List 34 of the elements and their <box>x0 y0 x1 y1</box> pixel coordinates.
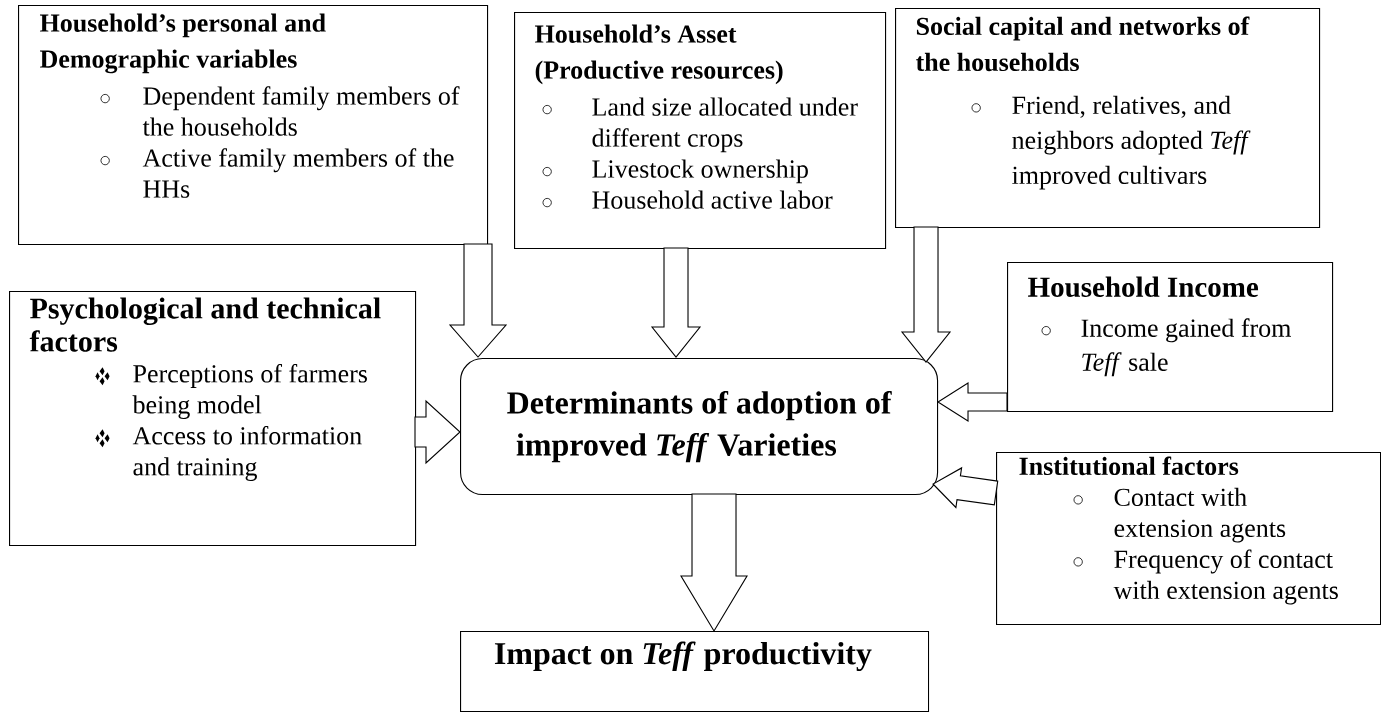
block-arrow <box>937 382 1008 422</box>
list-item: Frequency of contact with extension agents <box>1113 549 1338 605</box>
list-item: Active family members of the HHs <box>142 148 454 198</box>
rounded-box <box>460 358 939 496</box>
list-item: Perceptions of farmers being model <box>132 364 367 419</box>
box-heading: Institutional factors <box>1019 456 1239 476</box>
box-title: Impact on Teff productivity <box>494 641 872 671</box>
box-title: Determinants of adoption of improved Teff Varieties <box>507 390 892 463</box>
list-item: Dependent family members of the households <box>142 86 460 136</box>
text-box <box>9 291 417 547</box>
block-arrow <box>650 247 702 358</box>
box-heading: Social capital and networks of the households <box>916 16 1250 72</box>
text-box <box>1007 262 1334 413</box>
text-box <box>460 631 930 712</box>
text-box <box>895 8 1321 229</box>
text-box <box>18 5 489 246</box>
list-item: Income gained from Teff sale <box>1081 318 1291 377</box>
list-item: Friend, relatives, and neighbors adopted Teff improved cultivars <box>1012 95 1251 190</box>
list-item: Household active labor <box>592 190 833 209</box>
list-item: Access to information and training <box>132 426 362 481</box>
box-heading: Household Income <box>1028 276 1259 298</box>
box-heading: Household’s Asset (Productive resources) <box>535 24 783 85</box>
box-heading: Household’s personal and Demographic variables <box>40 13 326 74</box>
block-arrow <box>900 226 952 363</box>
box-heading: Psychological and technical factors <box>29 297 381 352</box>
list-item: Land size allocated under different crops <box>592 97 858 153</box>
list-item: Contact with extension agents <box>1114 487 1286 543</box>
text-box <box>514 12 887 250</box>
block-arrow <box>448 243 508 358</box>
list-item: Livestock ownership <box>592 159 808 184</box>
block-arrow <box>932 466 999 509</box>
text-box <box>996 452 1381 626</box>
block-arrow <box>414 399 461 465</box>
block-arrow <box>680 493 748 633</box>
